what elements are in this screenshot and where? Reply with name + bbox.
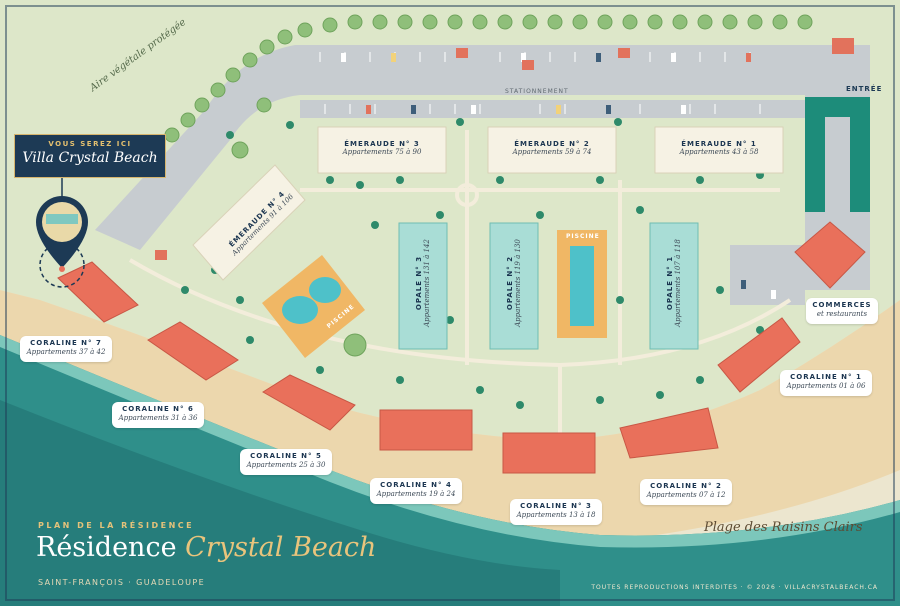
footer-note: TOUTES REPRODUCTIONS INTERDITES · © 2026… (591, 584, 878, 591)
emeraude-1-apts: Appartements 43 à 58 (679, 148, 759, 156)
emeraude-3-label[interactable]: ÉMERAUDE N° 3 Appartements 75 à 90 (318, 140, 446, 156)
coraline-4-apts: Appartements 19 à 24 (376, 490, 456, 498)
commerces-label[interactable]: COMMERCES et restaurants (806, 298, 878, 324)
you-are-here-label: VOUS SEREZ ICI (48, 140, 132, 148)
opale-1-apts: Appartements 107 à 118 (674, 239, 682, 327)
sea-shore-foam (0, 335, 900, 548)
coraline-3-label[interactable]: CORALINE N° 3 Appartements 13 à 18 (510, 499, 602, 525)
you-are-here-box[interactable]: VOUS SEREZ ICI Villa Crystal Beach (14, 134, 166, 178)
parking-kiosks (155, 38, 854, 260)
opale-buildings (398, 222, 699, 350)
coraline-7-apts: Appartements 37 à 42 (26, 348, 106, 356)
coraline-1-name: CORALINE N° 1 (790, 373, 862, 381)
coraline-2-label[interactable]: CORALINE N° 2 Appartements 07 à 12 (640, 479, 732, 505)
coraline-1-apts: Appartements 01 à 06 (786, 382, 866, 390)
opale-3-label[interactable]: OPALE N° 3 Appartements 131 à 142 (415, 228, 431, 338)
hedge-trees (164, 14, 813, 357)
pools (262, 230, 607, 358)
coraline-7-label[interactable]: CORALINE N° 7 Appartements 37 à 42 (20, 336, 112, 362)
opale-3-apts: Appartements 131 à 142 (423, 239, 431, 327)
opale-1-name: OPALE N° 1 (666, 255, 674, 311)
title-accent: Crystal Beach (185, 532, 377, 563)
coraline-5-name: CORALINE N° 5 (250, 452, 322, 460)
coraline-6-name: CORALINE N° 6 (122, 405, 194, 413)
opale-2-apts: Appartements 119 à 130 (514, 239, 522, 327)
parked-cars (341, 53, 776, 299)
parking-lot (95, 45, 870, 250)
deep-sea (0, 400, 560, 606)
emeraude-2-apts: Appartements 59 à 74 (512, 148, 592, 156)
you-are-here-pin[interactable] (36, 178, 88, 288)
emeraude-1-name: ÉMERAUDE N° 1 (681, 140, 757, 148)
commerces-sub: et restaurants (816, 310, 868, 318)
commerces-name: COMMERCES (812, 301, 872, 309)
emeraude-2-name: ÉMERAUDE N° 2 (514, 140, 590, 148)
coraline-4-name: CORALINE N° 4 (380, 481, 452, 489)
title-main: Résidence (36, 532, 177, 563)
subtitle: SAINT-FRANÇOIS · GUADELOUPE (38, 578, 206, 587)
emeraude-3-apts: Appartements 75 à 90 (342, 148, 422, 156)
emeraude-3-name: ÉMERAUDE N° 3 (344, 140, 420, 148)
you-are-here-name: Villa Crystal Beach (22, 150, 158, 166)
opale-3-name: OPALE N° 3 (415, 255, 423, 311)
walkways (128, 130, 792, 450)
emeraude-buildings (192, 126, 784, 281)
coraline-5-label[interactable]: CORALINE N° 5 Appartements 25 à 30 (240, 449, 332, 475)
beach-sand (0, 290, 900, 542)
coraline-3-name: CORALINE N° 3 (520, 502, 592, 510)
emeraude-2-label[interactable]: ÉMERAUDE N° 2 Appartements 59 à 74 (488, 140, 616, 156)
page-title: Résidence Crystal Beach (36, 532, 376, 563)
coraline-6-label[interactable]: CORALINE N° 6 Appartements 31 à 36 (112, 402, 204, 428)
beach-label: Plage des Raisins Clairs (704, 520, 863, 535)
entrance-building (805, 97, 870, 212)
parking-label: STATIONNEMENT (505, 88, 569, 95)
coraline-1-label[interactable]: CORALINE N° 1 Appartements 01 à 06 (780, 370, 872, 396)
opale-1-label[interactable]: OPALE N° 1 Appartements 107 à 118 (666, 228, 682, 338)
side-parking (730, 245, 805, 305)
opale-2-label[interactable]: OPALE N° 2 Appartements 119 à 130 (506, 228, 522, 338)
coraline-5-apts: Appartements 25 à 30 (246, 461, 326, 469)
map-frame (5, 5, 895, 601)
coraline-villas (57, 261, 801, 474)
coraline-6-apts: Appartements 31 à 36 (118, 414, 198, 422)
coraline-2-apts: Appartements 07 à 12 (646, 491, 726, 499)
emeraude-1-label[interactable]: ÉMERAUDE N° 1 Appartements 43 à 58 (655, 140, 783, 156)
coraline-7-name: CORALINE N° 7 (30, 339, 102, 347)
commerces-building (794, 221, 866, 289)
entrance-label: ENTRÉE (846, 85, 883, 93)
coraline-2-name: CORALINE N° 2 (650, 482, 722, 490)
parking-row (300, 100, 805, 118)
plan-label: PLAN DE LA RÉSIDENCE (38, 521, 195, 530)
coraline-3-apts: Appartements 13 à 18 (516, 511, 596, 519)
pool-2-label: PISCINE (566, 233, 600, 240)
coraline-4-label[interactable]: CORALINE N° 4 Appartements 19 à 24 (370, 478, 462, 504)
opale-2-name: OPALE N° 2 (506, 255, 514, 311)
